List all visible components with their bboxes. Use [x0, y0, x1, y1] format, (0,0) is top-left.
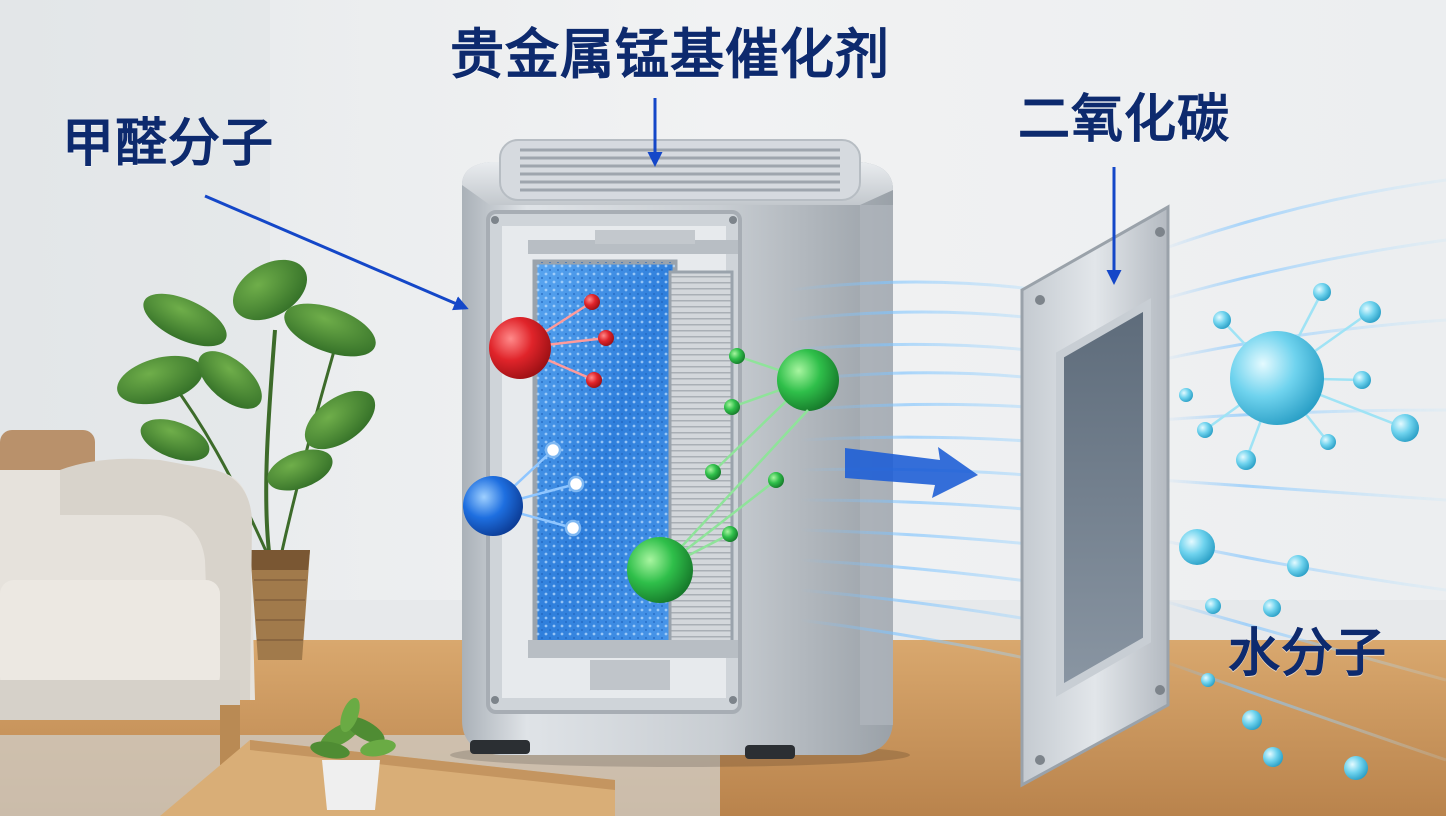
green-molecule-upper-icon: [705, 348, 839, 480]
sofa-icon: [0, 430, 255, 765]
water-molecule-label: 水分子: [1228, 624, 1388, 684]
airflow-arrow-icon: [845, 447, 978, 498]
formaldehyde-label: 甲醛分子: [62, 114, 275, 174]
catalyst-label: 贵金属锰基催化剂: [450, 23, 890, 86]
formaldehyde-molecule-icon: [489, 294, 614, 388]
annotation-arrows: [204, 98, 1122, 311]
water-droplets: [1179, 388, 1368, 780]
green-molecule-lower-icon: [627, 409, 809, 603]
blue-molecule-icon: [463, 441, 585, 537]
carbon-dioxide-label: 二氧化碳: [1018, 90, 1231, 150]
coffee-table-icon: [160, 697, 615, 816]
top-vent-grille: [499, 139, 861, 201]
arrow-formaldehyde: [204, 194, 469, 311]
water-molecule-large-icon: [1197, 283, 1419, 470]
outlet-filter-panel: [1020, 204, 1170, 788]
air-purifier-body: [450, 139, 910, 767]
